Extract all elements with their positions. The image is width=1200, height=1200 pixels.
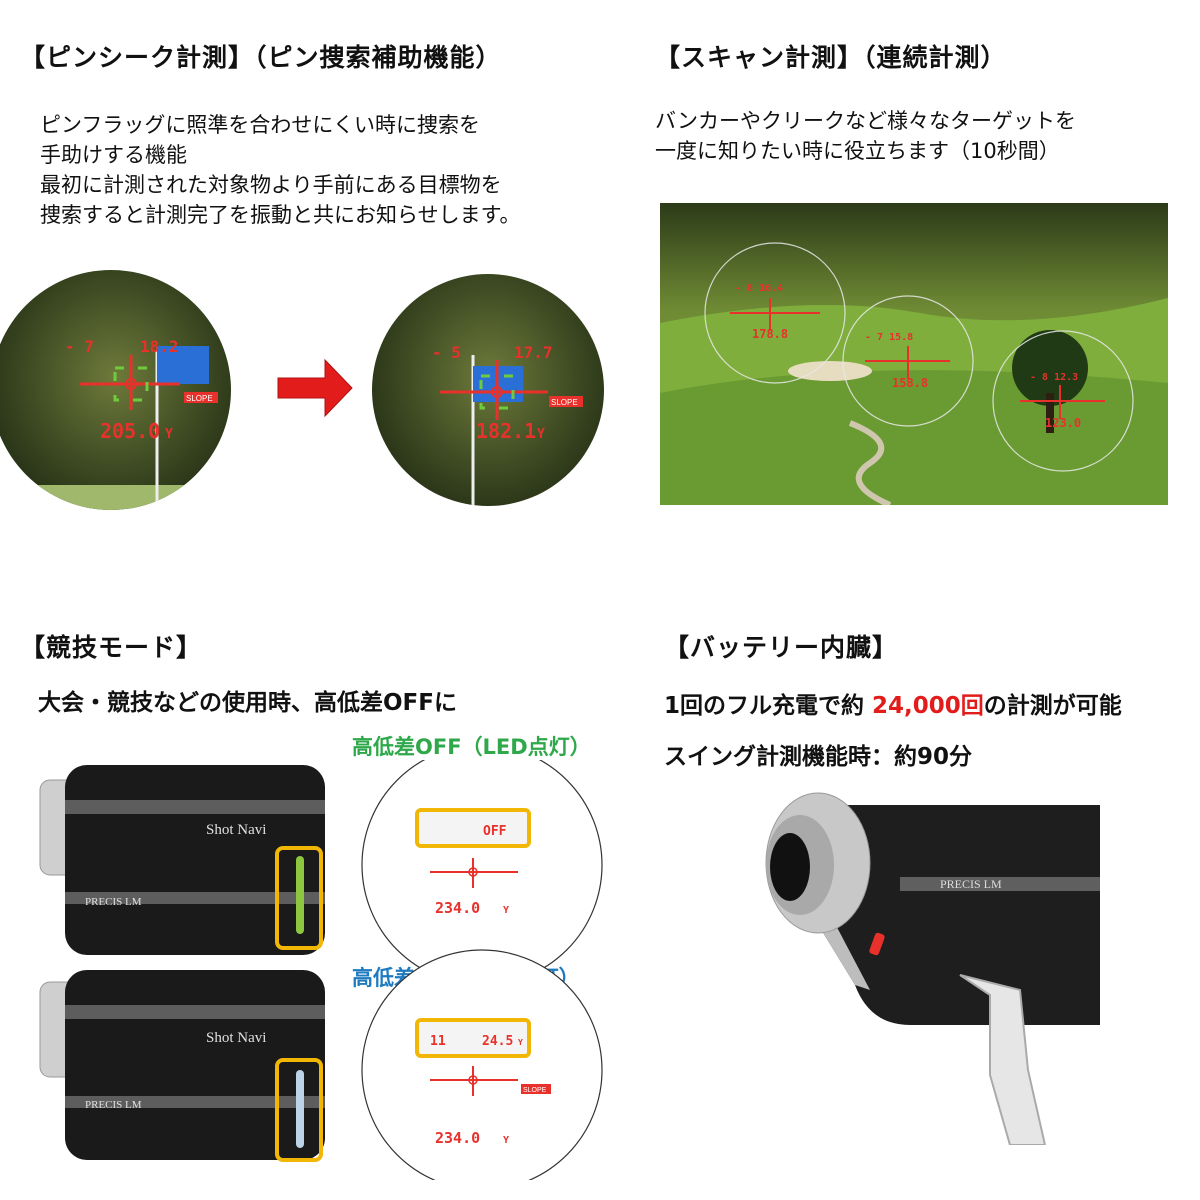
battery-title: 【バッテリー内臓】 bbox=[664, 633, 899, 662]
scan-circle-2-distance: 158.8 bbox=[892, 376, 928, 390]
scan-circle-3 bbox=[992, 330, 1134, 472]
battery-line-1-pre: 1回のフル充電で約 bbox=[664, 693, 873, 719]
scan-line-1: バンカーやクリークなど様々なターゲットを bbox=[655, 109, 1077, 133]
scan-line-2: 一度に知りたい時に役立ちます（10秒間） bbox=[655, 139, 1060, 163]
pinseek-title: 【ピンシーク計測】（ピン捜索補助機能） bbox=[20, 43, 502, 72]
led-off-indicator bbox=[296, 1070, 304, 1148]
scope-view-after: - 5 17.7 182.1 Y SLOPE bbox=[372, 274, 604, 506]
before-distance: 205.0 bbox=[100, 419, 160, 443]
on-distance: 234.0 bbox=[435, 1129, 480, 1147]
off-display-text: OFF bbox=[483, 824, 507, 839]
after-top-left: - 5 bbox=[432, 343, 461, 362]
viewfinder-slope-on: 11 24.5 Y SLOPE 234.0 Y bbox=[361, 949, 603, 1180]
pinseek-line-2: 手助けする機能 bbox=[40, 143, 187, 167]
battery-device-model: PRECIS LM bbox=[940, 877, 1002, 891]
scan-circle-1 bbox=[704, 242, 846, 384]
scan-circle-3-top: - 8 12.3 bbox=[1030, 372, 1078, 383]
battery-line-1: 1回のフル充電で約 24,000回の計測が可能 bbox=[664, 686, 1122, 720]
after-distance: 182.1 bbox=[476, 419, 536, 443]
scan-circle-2-top: - 7 15.8 bbox=[865, 332, 913, 343]
competition-illustration: Shot Navi PRECIS LM Shot Navi PRECIS LM … bbox=[39, 760, 603, 1180]
scan-circle-1-top: - 8 16.4 bbox=[735, 283, 783, 294]
arrow-right-icon bbox=[277, 358, 353, 418]
on-unit: Y bbox=[503, 1135, 509, 1146]
before-slope-badge: SLOPE bbox=[186, 394, 213, 403]
before-top-right: 18.2 bbox=[140, 337, 179, 356]
scope-view-before: - 7 18.2 205.0 Y SLOPE bbox=[0, 270, 231, 510]
scan-circle-3-distance: 123.0 bbox=[1045, 416, 1081, 430]
pinseek-line-1: ピンフラッグに照準を合わせにくい時に捜索を bbox=[40, 113, 480, 137]
device-2-brand: Shot Navi bbox=[206, 1030, 266, 1046]
device-1-model: PRECIS LM bbox=[85, 896, 142, 908]
off-unit: Y bbox=[503, 905, 509, 916]
on-slope-badge: SLOPE bbox=[523, 1087, 547, 1094]
scan-title: 【スキャン計測】（連続計測） bbox=[655, 43, 1007, 72]
competition-subtitle: 大会・競技などの使用時、高低差OFFに bbox=[38, 690, 457, 716]
device-1-brand: Shot Navi bbox=[206, 822, 266, 838]
battery-line-2: スイング計測機能時：約90分 bbox=[664, 744, 973, 770]
after-unit: Y bbox=[537, 427, 545, 442]
rangefinder-device-led-off: Shot Navi PRECIS LM bbox=[39, 970, 325, 1162]
scan-circle-2 bbox=[842, 295, 974, 427]
scan-description: バンカーやクリークなど様々なターゲットを 一度に知りたい時に役立ちます（10秒間… bbox=[655, 106, 1076, 166]
charge-led-indicator bbox=[869, 932, 885, 956]
on-display-unit: Y bbox=[518, 1038, 523, 1047]
before-unit: Y bbox=[165, 427, 173, 442]
battery-line-1-post: の計測が可能 bbox=[983, 693, 1122, 719]
led-green-indicator bbox=[296, 856, 304, 934]
scan-circle-1-distance: 178.8 bbox=[752, 327, 788, 341]
device-2-model: PRECIS LM bbox=[85, 1099, 142, 1111]
battery-device-illustration: PRECIS LM bbox=[765, 792, 1100, 1145]
pinseek-description: ピンフラッグに照準を合わせにくい時に捜索を 手助けする機能 最初に計測された対象… bbox=[40, 110, 520, 230]
rangefinder-device-led-on: Shot Navi PRECIS LM bbox=[39, 765, 325, 955]
slope-off-caption: 高低差OFF（LED点灯） bbox=[352, 735, 591, 759]
viewfinder-slope-off: OFF 234.0 Y bbox=[361, 760, 603, 986]
before-top-left: - 7 bbox=[65, 337, 94, 356]
pinseek-line-3: 最初に計測された対象物より手前にある目標物を bbox=[40, 173, 502, 197]
battery-count-highlight: 24,000回 bbox=[872, 693, 984, 719]
competition-title: 【競技モード】 bbox=[20, 633, 203, 662]
on-display-left: 11 bbox=[430, 1034, 446, 1049]
usb-cable-icon bbox=[959, 974, 1047, 1145]
on-display-right: 24.5 bbox=[482, 1034, 513, 1049]
pinseek-line-4: 捜索すると計測完了を振動と共にお知らせします。 bbox=[40, 203, 521, 227]
off-distance: 234.0 bbox=[435, 899, 480, 917]
scan-golf-course-photo: - 8 16.4 178.8 - 7 15.8 158.8 - 8 12.3 1… bbox=[660, 203, 1168, 505]
after-top-right: 17.7 bbox=[514, 343, 553, 362]
after-slope-badge: SLOPE bbox=[551, 398, 578, 407]
pinseek-illustration: - 7 18.2 205.0 Y SLOPE - 5 17.7 182.1 Y … bbox=[0, 270, 604, 510]
